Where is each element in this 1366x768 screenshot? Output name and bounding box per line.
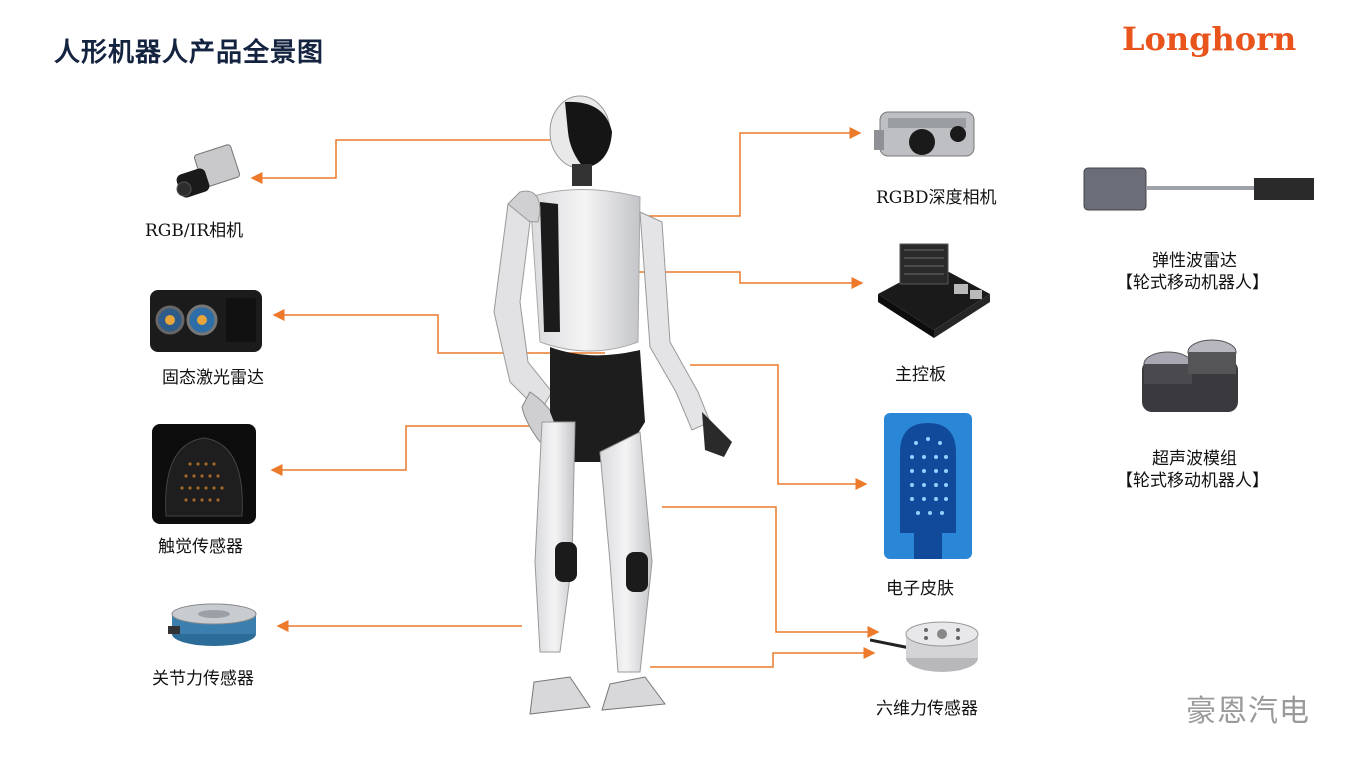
watermark-text: 豪恩汽电 (1186, 694, 1310, 729)
main-control-board-image (878, 243, 990, 338)
leader-rgbd (620, 127, 862, 217)
tactile-sensor-label: 触觉传感器 (158, 537, 243, 557)
elastic-wave-radar-note: 【轮式移动机器人】 (1116, 273, 1269, 293)
leader-rgbir (250, 139, 550, 184)
ultrasonic-module-note: 【轮式移动机器人】 (1116, 471, 1269, 491)
rgbd-depth-camera-image (874, 111, 975, 157)
solid-state-lidar-image (150, 290, 262, 352)
leader-skin (690, 364, 868, 490)
six-axis-force-sensor-image (870, 621, 979, 672)
leader-tactile (270, 425, 548, 476)
humanoid-robot-image (493, 95, 732, 715)
leader-sixaxis-1 (662, 506, 880, 638)
rgbir-camera-label: RGB/IR相机 (145, 221, 244, 241)
solid-state-lidar-label: 固态激光雷达 (162, 368, 264, 388)
longhorn-logo: Longhorn (1122, 20, 1297, 58)
joint-force-sensor-label: 关节力传感器 (152, 669, 254, 689)
leader-board (618, 271, 864, 289)
ultrasonic-module-image (1142, 339, 1238, 412)
rgbir-camera-image (176, 144, 241, 198)
six-axis-force-sensor-label: 六维力传感器 (876, 699, 978, 719)
ultrasonic-module-label: 超声波模组 (1152, 449, 1237, 469)
elastic-wave-radar-image (1083, 167, 1314, 211)
electronic-skin-image (884, 413, 972, 559)
page-title: 人形机器人产品全景图 (54, 38, 325, 68)
elastic-wave-radar-label: 弹性波雷达 (1152, 251, 1237, 271)
rgbd-depth-camera-label: RGBD深度相机 (876, 188, 997, 208)
leader-sixaxis-2 (650, 647, 876, 668)
joint-force-sensor-image (168, 603, 257, 646)
electronic-skin-label: 电子皮肤 (886, 579, 954, 599)
tactile-sensor-image (152, 424, 256, 524)
main-control-board-label: 主控板 (895, 365, 946, 385)
